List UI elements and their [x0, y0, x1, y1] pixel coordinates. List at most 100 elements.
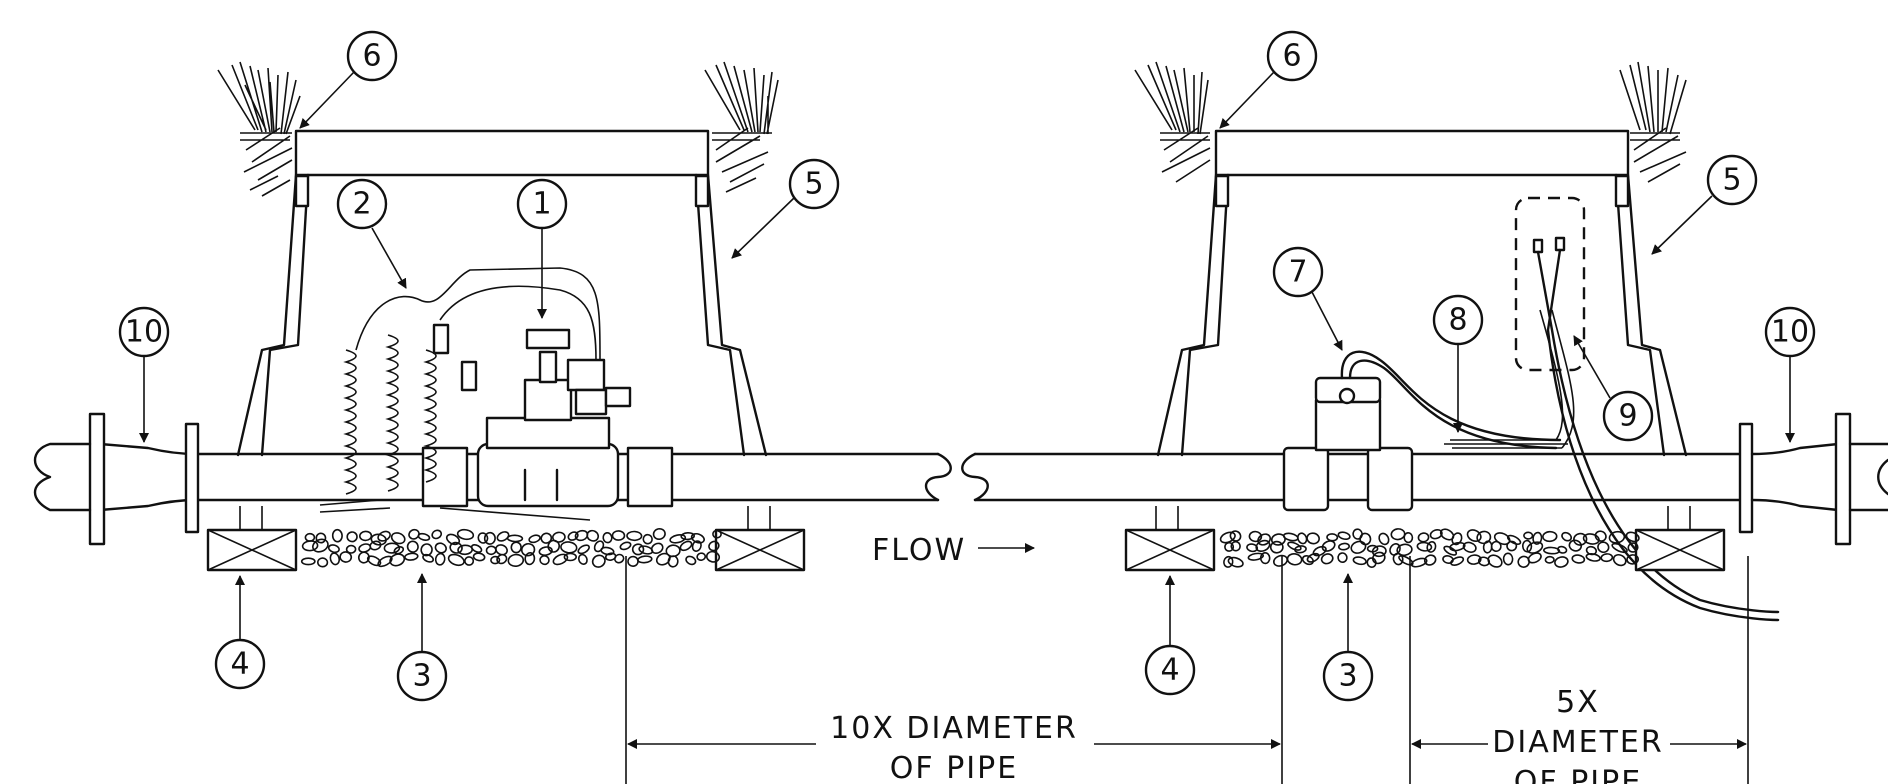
- callout-5-left-label: 5: [804, 167, 823, 202]
- gravel-pebble: [538, 546, 553, 556]
- gravel-pebble: [383, 542, 401, 554]
- gravel-pebble: [490, 555, 501, 565]
- gravel-pebble: [301, 540, 319, 552]
- callout-4-left-label: 4: [230, 647, 249, 682]
- gravel-pebble: [406, 540, 419, 553]
- gravel-pebble: [1359, 532, 1372, 546]
- gravel-pebble: [552, 531, 566, 543]
- gravel-pebble: [470, 544, 483, 553]
- gravel-pebble: [712, 529, 722, 539]
- dim-5x-line2: DIAMETER: [1492, 725, 1663, 760]
- callout-5-left: [788, 158, 840, 210]
- gravel-pebble: [1223, 555, 1234, 568]
- gravel-pebble: [1286, 553, 1303, 566]
- callout-1-label: 1: [532, 187, 551, 222]
- gravel-pebble: [547, 539, 561, 553]
- gravel-pebble: [1502, 552, 1514, 566]
- gravel-pebble: [1337, 531, 1351, 541]
- gravel-pebble: [1466, 529, 1482, 543]
- gravel-pebble: [464, 556, 475, 566]
- callout-9: [1602, 390, 1654, 442]
- gravel-pebble: [685, 555, 697, 566]
- gravel-pebble: [477, 532, 489, 544]
- gravel-pebble: [1337, 552, 1348, 563]
- gravel-pebble: [1352, 556, 1367, 566]
- gravel-pebble: [637, 555, 653, 564]
- gravel-pebble: [1627, 542, 1639, 553]
- callout-4-right-label: 4: [1160, 653, 1179, 688]
- right-box-soil-hatch-right: [1630, 127, 1687, 183]
- gravel-pebble: [1597, 541, 1610, 554]
- gravel-pebble: [1561, 531, 1573, 542]
- gravel-pebble: [642, 533, 653, 545]
- gravel-pebble: [1297, 532, 1308, 545]
- gravel-pebble: [329, 552, 341, 566]
- callout-3-left-label: 3: [412, 659, 431, 694]
- gravel-pebble: [560, 541, 578, 554]
- gravel-pebble: [705, 550, 721, 563]
- gravel-pebble: [496, 553, 508, 565]
- wire-connector-2: [460, 360, 478, 392]
- gravel-pebble: [540, 532, 553, 544]
- gravel-pebble: [1224, 541, 1235, 552]
- right-box-soil-hatch-left: [1160, 127, 1211, 183]
- right-soil-hatch-left-box: [712, 127, 769, 193]
- gravel-pebble: [586, 529, 600, 542]
- gravel-pebble: [1416, 541, 1433, 552]
- callout-7-label: 7: [1288, 255, 1307, 290]
- callout-10-right-label: 10: [1771, 315, 1809, 350]
- right-brick-support-1: [1124, 506, 1216, 572]
- gravel-pebble: [346, 531, 358, 543]
- wire-connector-1: [432, 323, 450, 355]
- gravel-pebble: [1392, 552, 1404, 566]
- gravel-pebble: [357, 551, 370, 564]
- dimension-10x: 10X DIAMETER OF PIPE: [625, 556, 1283, 784]
- gravel-pebble: [457, 544, 473, 556]
- gravel-pebble: [602, 532, 613, 544]
- gravel-pebble: [331, 528, 343, 543]
- gravel-pebble: [447, 553, 465, 567]
- gravel-pebble: [613, 553, 625, 564]
- right-assembly: [961, 61, 1888, 622]
- right-flange-outer: [1834, 412, 1852, 546]
- left-coupling-2: [626, 446, 674, 508]
- right-valve-box-lid: [1214, 129, 1630, 177]
- wire-splice-enclosure: [1514, 196, 1586, 372]
- remote-control-valve: [476, 328, 632, 508]
- gravel-pebble: [1600, 553, 1614, 563]
- gravel-pebble: [1568, 539, 1583, 552]
- gravel-pebble: [434, 542, 447, 554]
- left-brick-support-2: [714, 506, 806, 572]
- dimension-5x: 5X DIAMETER OF PIPE: [1409, 556, 1749, 784]
- flow-direction: FLOW: [872, 533, 1035, 568]
- gravel-pebble: [431, 529, 443, 540]
- gravel-pebble: [650, 542, 664, 555]
- gravel-pebble: [1449, 541, 1466, 552]
- gravel-pebble: [389, 553, 406, 567]
- gravel-pebble: [626, 530, 643, 542]
- dim-10x-line1: 10X DIAMETER: [830, 711, 1078, 746]
- gravel-pebble: [1466, 554, 1482, 565]
- gravel-pebble: [1554, 556, 1569, 568]
- gravel-pebble: [1608, 530, 1626, 544]
- right-lid-clip-left: [1214, 174, 1230, 208]
- gravel-pebble: [327, 544, 340, 554]
- wire-splice-2: [1554, 236, 1566, 252]
- gravel-pebble: [696, 552, 707, 562]
- gravel-pebble: [1259, 552, 1271, 565]
- gravel-pebble: [339, 551, 353, 563]
- gravel-pebble: [1443, 545, 1458, 556]
- gravel-pebble: [1306, 552, 1320, 563]
- gravel-pebble: [1594, 530, 1607, 542]
- gravel-pebble: [1366, 557, 1377, 568]
- gravel-pebble: [1306, 532, 1320, 545]
- wire-coils: [319, 267, 601, 521]
- gravel-pebble: [1557, 545, 1568, 554]
- callout-8-label: 8: [1448, 303, 1467, 338]
- gravel-pebble: [1410, 557, 1428, 568]
- left-gravel-sump: [300, 527, 722, 568]
- callout-6-right-label: 6: [1282, 39, 1301, 74]
- gravel-pebble: [393, 546, 405, 555]
- left-coupling-1: [421, 446, 469, 508]
- gravel-pebble: [495, 544, 508, 556]
